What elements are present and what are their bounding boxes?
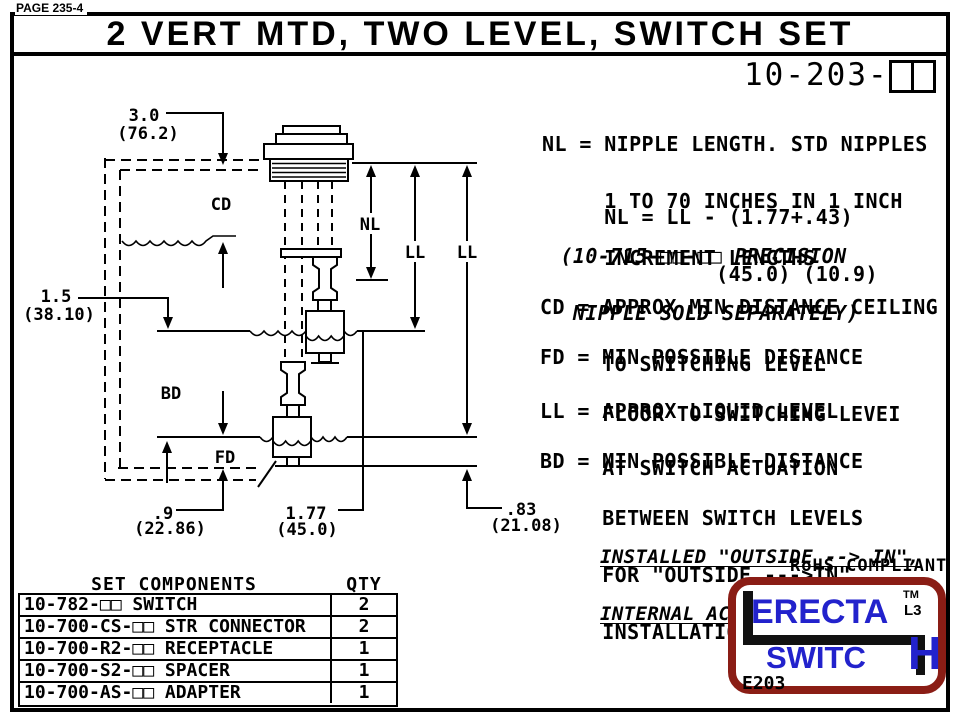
dim-83-leader [466,481,502,509]
dim-15-mm: (38.10) [23,305,95,325]
nipple-lines [284,181,333,361]
note-nipple-length: NL = NIPPLE LENGTH. STD NIPPLES 1 TO 70 … [542,132,928,270]
dim-cd-inches: 3.0 [129,106,160,126]
fitting-hex-body [263,143,354,160]
logo-l-bracket-vertical [743,591,753,643]
page-number-label: PAGE 235-4 [16,1,84,15]
dim-83-inches: .83 [506,500,537,520]
tank-outline [104,158,277,488]
upper-float-pin [318,352,332,363]
lower-float-switch [272,416,312,458]
dim-fd-inches: .9 [153,504,173,524]
page-title: 2 VERT MTD, TWO LEVEL, SWITCH SET [106,15,854,53]
note-nl-formula: NL = LL - (1.77+.43) (45.0) (10.9) [542,205,878,286]
table-header: SET COMPONENTS QTY [18,574,398,595]
drawing-labels: 3.0 (76.2) CD 1.5 (38.10) NL LL LL BD FD… [23,106,562,540]
lower-connector [280,361,306,406]
logo-code: E203 [742,673,786,694]
page-label-background [15,0,87,15]
table-row: 10-782-□□ SWITCH 2 [20,595,396,617]
ll-label-right: LL [457,243,477,263]
logo-bracket-step [916,641,925,675]
dim-3-0-leader [166,112,224,153]
fitting-cap [275,133,348,145]
dim-177-inches: 1.77 [286,504,327,524]
part-number-dash-box-1 [888,60,914,93]
fitting-threads [269,158,349,182]
logo-switch-text: SWITC [766,640,866,675]
table-header-qty: QTY [346,574,382,595]
spacer-collar [280,248,342,258]
cd-level-wave [121,235,236,247]
erecta-switch-logo: ERECTA TM L3 SWITC H E203 [728,577,946,694]
logo-l-bracket-horizontal [743,635,925,645]
logo-erecta-text: ERECTA [751,593,889,631]
nl-label: NL [360,215,380,235]
note-fd-definition: FD = MIN POSSIBLE DISTANCE FLOOR TO SWIT… [540,345,901,426]
bd-label: BD [161,384,181,404]
upper-float-wave [305,334,345,342]
fd-label: FD [215,448,235,468]
dimension-lines [78,112,502,511]
page-border [10,12,950,712]
part-number-text: 10-203- [744,57,889,93]
dim-177-mm: (45.0) [276,520,337,540]
dim-fd-mm: (22.86) [134,519,206,539]
liquid-level-lines [121,162,477,467]
upper-connector [312,256,338,301]
table-row: 10-700-R2-□□ RECEPTACLE 1 [20,639,396,661]
table-header-components: SET COMPONENTS [91,574,257,595]
dim-cd-mm: (76.2) [117,124,178,144]
upper-float-switch [305,310,345,354]
part-number: 10-203- [744,60,936,93]
note-cd-definition: CD = APPROX MIN DISTANCE CEILING TO SWIT… [540,295,939,376]
dim-1-5-leader [78,297,169,317]
dim-15-inches: 1.5 [41,287,72,307]
fitting-cap-top [282,125,341,135]
table-row: 10-700-CS-□□ STR CONNECTOR 2 [20,617,396,639]
title-separator [10,52,950,56]
part-number-dash-box-2 [913,60,936,93]
table-row: 10-700-S2-□□ SPACER 1 [20,661,396,683]
table-row: 10-700-AS-□□ ADAPTER 1 [20,683,396,705]
logo-l3-mark: L3 [904,602,922,619]
dim-83-mm: (21.08) [490,516,562,536]
cd-label: CD [211,195,231,215]
rohs-compliant-label: RoHS COMPLIANT [790,556,948,576]
set-components-table: 10-782-□□ SWITCH 2 10-700-CS-□□ STR CONN… [18,593,398,707]
lower-float-wave [272,439,312,447]
note-precision-nipple: (10-715-□□-□□ PRECISION NIPPLE SOLD SEPA… [548,244,860,325]
lower-stem [286,404,300,418]
switch-assembly [263,125,354,467]
logo-tm-mark: TM [903,589,919,601]
dim-1-77-leader [338,331,364,511]
lower-float-pin [286,456,300,467]
ll-label-mid: LL [405,243,425,263]
logo-switch-h: H [908,627,942,679]
upper-stem [317,299,332,312]
note-ll-definition: LL = APPROX LIQUID LEVEL AT SWITCH ACTUA… [540,399,839,480]
dim-9-leader [176,481,224,511]
